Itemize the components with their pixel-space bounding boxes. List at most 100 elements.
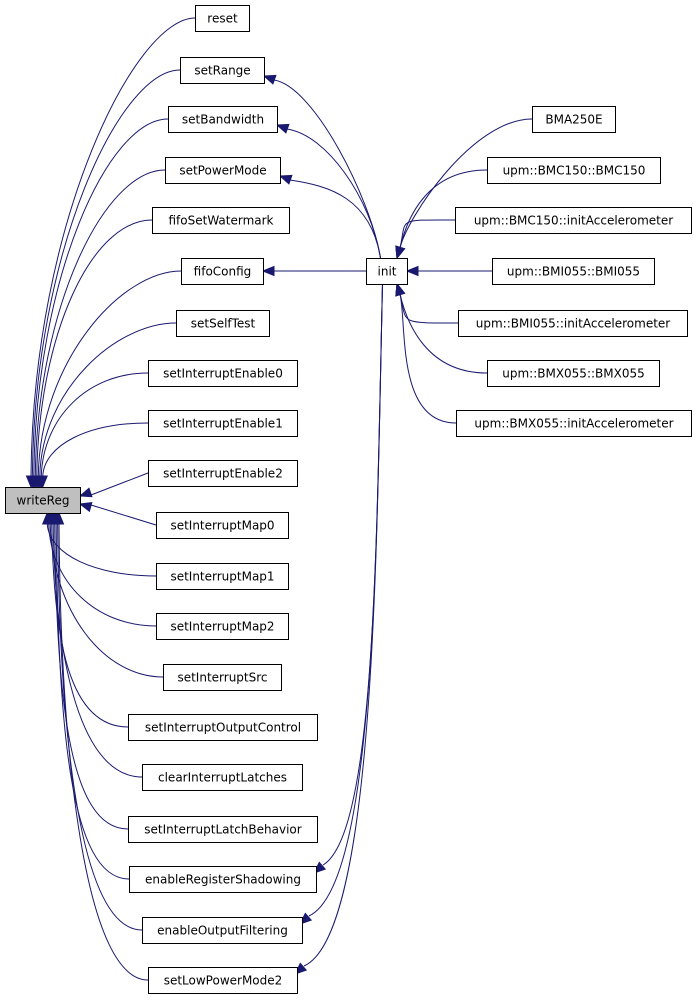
node-enable-register-shadowing[interactable]: enableRegisterShadowing	[129, 866, 317, 893]
node-bma250-e[interactable]: BMA250E	[532, 106, 616, 133]
node-set-interrupt-map1[interactable]: setInterruptMap1	[156, 563, 289, 590]
node-set-interrupt-map2[interactable]: setInterruptMap2	[156, 613, 289, 640]
edge-line	[34, 169, 166, 477]
node-bmc150init[interactable]: upm::BMC150::initAccelerometer	[455, 207, 692, 234]
edge-line	[39, 322, 177, 477]
arrowhead	[275, 123, 290, 134]
edge-init-to-fifo-config	[261, 265, 366, 277]
edge-line	[58, 523, 149, 981]
edge-line	[49, 523, 164, 678]
edge-line	[40, 372, 149, 477]
node-set-interrupt-map0[interactable]: setInterruptMap0	[156, 512, 289, 539]
edge-line	[399, 169, 488, 249]
node-box	[180, 57, 265, 84]
node-label: enableOutputFiltering	[157, 924, 288, 938]
node-set-bandwidth[interactable]: setBandwidth	[168, 106, 278, 133]
node-set-power-mode[interactable]: setPowerMode	[165, 157, 281, 184]
node-bmx055init[interactable]: upm::BMX055::initAccelerometer	[456, 410, 692, 437]
node-set-self-test[interactable]: setSelfTest	[176, 310, 270, 337]
edge-line	[308, 283, 383, 917]
node-enable-output-filtering[interactable]: enableOutputFiltering	[142, 917, 303, 944]
node-label: setInterruptEnable0	[163, 367, 283, 381]
node-reset[interactable]: reset	[195, 5, 250, 32]
node-label: setInterruptMap0	[170, 519, 274, 533]
call-edges	[25, 17, 533, 981]
node-box	[163, 664, 282, 691]
node-set-interrupt-enable0[interactable]: setInterruptEnable0	[148, 360, 298, 387]
edge-line	[37, 270, 182, 477]
node-box	[458, 310, 688, 337]
node-label: upm::BMX055::initAccelerometer	[474, 417, 673, 431]
node-label: setInterruptSrc	[177, 671, 267, 685]
edge-bmx055init-to-init	[395, 282, 457, 424]
node-set-range[interactable]: setRange	[180, 57, 265, 84]
node-label: reset	[207, 12, 238, 26]
node-label: setPowerMode	[179, 164, 266, 178]
node-label: writeReg	[17, 494, 70, 508]
edge-line	[30, 17, 196, 477]
node-box	[181, 258, 264, 285]
node-bmi055init[interactable]: upm::BMI055::initAccelerometer	[458, 310, 688, 337]
node-label: setInterruptMap1	[170, 570, 274, 584]
node-init[interactable]: init	[366, 258, 408, 285]
node-box	[156, 563, 289, 590]
node-label: setRange	[194, 64, 250, 78]
function-nodes: writeReg reset setRange setBandwidth setPowe…	[5, 5, 692, 994]
edge-bmi055init-to-init	[395, 282, 459, 324]
node-set-interrupt-enable1[interactable]: setInterruptEnable1	[148, 410, 298, 437]
node-bmc150ctor[interactable]: upm::BMC150::BMC150	[487, 157, 661, 184]
node-box	[128, 816, 318, 843]
node-box	[487, 360, 660, 387]
node-box	[455, 207, 692, 234]
node-label: setInterruptEnable2	[163, 467, 283, 481]
node-label: init	[378, 265, 397, 279]
node-fifo-config[interactable]: fifoConfig	[181, 258, 264, 285]
node-bmx055ctor[interactable]: upm::BMX055::BMX055	[487, 360, 660, 387]
node-set-low-power-mode2[interactable]: setLowPowerMode2	[148, 967, 298, 994]
node-box	[156, 512, 289, 539]
edge-line	[33, 118, 169, 477]
node-label: BMA250E	[545, 113, 602, 127]
node-label: upm::BMI055::initAccelerometer	[476, 317, 671, 331]
node-box	[148, 410, 298, 437]
node-clear-interrupt-latches[interactable]: clearInterruptLatches	[142, 764, 303, 791]
arrowhead	[405, 265, 419, 277]
arrowhead	[78, 487, 93, 498]
node-write-reg[interactable]: writeReg	[5, 487, 81, 514]
node-label: setInterruptEnable1	[163, 417, 283, 431]
edge-set-interrupt-map0-to-write-reg	[78, 502, 157, 526]
arrowhead	[261, 265, 275, 277]
node-box	[487, 157, 661, 184]
node-set-interrupt-enable2[interactable]: setInterruptEnable2	[148, 460, 298, 487]
node-box	[148, 360, 298, 387]
node-box	[142, 764, 303, 791]
edge-set-interrupt-latch-behavior-to-write-reg	[49, 511, 129, 830]
arrowhead	[78, 502, 93, 513]
edge-set-low-power-mode2-to-write-reg	[53, 511, 149, 981]
node-label: upm::BMC150::initAccelerometer	[474, 214, 673, 228]
arrowhead	[278, 174, 293, 185]
node-label: fifoSetWatermark	[168, 214, 273, 228]
edge-line	[90, 504, 157, 526]
node-set-interrupt-latch-behavior[interactable]: setInterruptLatchBehavior	[128, 816, 318, 843]
edge-line	[36, 219, 153, 477]
node-label: setLowPowerMode2	[164, 974, 283, 988]
arrowhead	[37, 475, 48, 489]
edge-line	[55, 523, 130, 880]
node-fifo-set-watermark[interactable]: fifoSetWatermark	[152, 207, 290, 234]
node-bmi055ctor[interactable]: upm::BMI055::BMI055	[492, 258, 655, 285]
node-box	[148, 460, 298, 487]
edge-bmi055ctor-to-init	[405, 265, 492, 277]
node-label: setInterruptMap2	[170, 620, 274, 634]
edge-set-interrupt-enable2-to-write-reg	[78, 472, 149, 498]
node-label: upm::BMC150::BMC150	[503, 164, 646, 178]
arrowhead	[53, 511, 65, 525]
node-box	[366, 258, 408, 285]
node-set-interrupt-src[interactable]: setInterruptSrc	[163, 664, 282, 691]
edge-init-to-enable-register-shadowing	[313, 283, 383, 874]
edge-line	[286, 128, 381, 259]
edge-line	[399, 293, 457, 424]
node-set-interrupt-output-control[interactable]: setInterruptOutputControl	[128, 714, 318, 741]
node-label: setInterruptLatchBehavior	[144, 823, 301, 837]
